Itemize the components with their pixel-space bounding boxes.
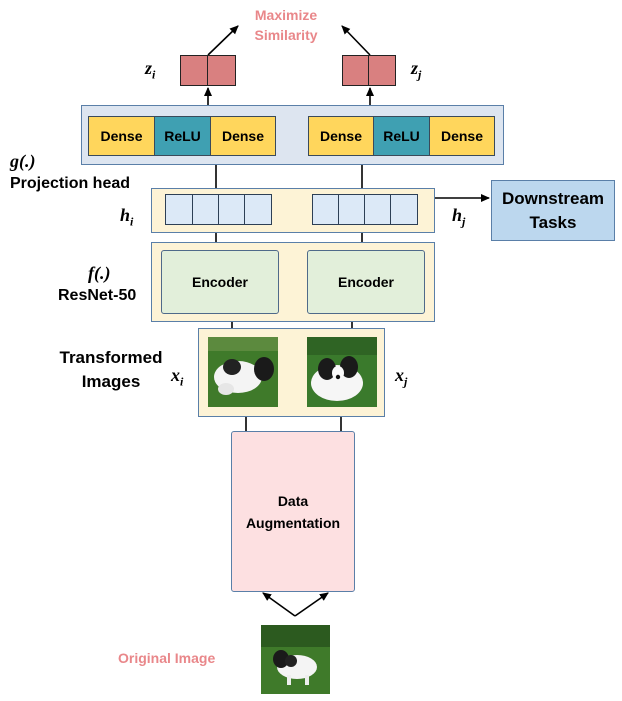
data-augmentation-box: Data Augmentation [231,431,355,592]
zi-cell-1 [180,55,208,86]
original-image [261,625,330,694]
zj-label: zj [411,58,422,82]
xj-label: xj [395,365,408,389]
downstream-line1: Downstream [501,188,605,208]
data-aug-line1: Data [277,492,309,509]
transformed-label: Transformed Images [55,346,167,394]
zi-label: zi [145,58,156,82]
zj-cell-1 [342,55,369,86]
arrow-zi-similarity [207,25,239,56]
relu-right: ReLU [373,116,430,156]
maximize-line2: Similarity [254,27,318,43]
hi-cell-4 [244,194,272,225]
dense-left-2: Dense [210,116,276,156]
downstream-tasks-box: Downstream Tasks [491,180,615,241]
transformed-line2: Images [81,372,141,391]
dense-right-1: Dense [308,116,374,156]
hi-label: hi [120,205,134,229]
arrow-orig-aug-left [262,592,296,617]
arrow-orig-aug-right [294,592,329,617]
resnet-label: ResNet-50 [58,287,137,304]
zj-cell-2 [368,55,396,86]
dense-left-1: Dense [88,116,155,156]
f-label: f(.) [88,263,111,283]
relu-left: ReLU [154,116,211,156]
hj-cell-4 [390,194,418,225]
original-image-label: Original Image [118,650,216,666]
hj-cell-3 [364,194,391,225]
image-xi [208,337,278,407]
transformed-line1: Transformed [59,348,163,367]
projection-head-label: Projection head [10,175,131,192]
hi-cell-1 [165,194,193,225]
g-label: g(.) [10,151,36,171]
arrow-zj-similarity [341,25,371,56]
hj-cell-1 [312,194,339,225]
zi-vector [180,55,236,86]
maximize-line1: Maximize [254,7,318,23]
image-xj [307,337,377,407]
downstream-line2: Tasks [529,212,577,232]
data-aug-line2: Augmentation [245,514,341,531]
hj-label: hj [452,205,466,229]
zj-vector [342,55,396,86]
maximize-similarity-label: Maximize Similarity [236,5,336,45]
hi-cell-3 [218,194,245,225]
encoder-right: Encoder [307,250,425,314]
zi-cell-2 [207,55,236,86]
hj-cell-2 [338,194,365,225]
encoder-left: Encoder [161,250,279,314]
xi-label: xi [171,365,184,389]
dense-right-2: Dense [429,116,495,156]
hi-cell-2 [192,194,219,225]
